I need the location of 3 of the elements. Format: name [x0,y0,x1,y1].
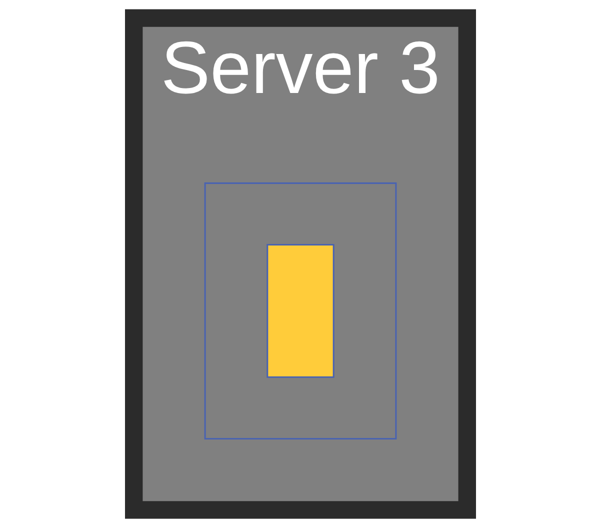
node-bar [266,243,334,378]
cluster [204,182,397,439]
cluster: Server 3 [142,26,458,501]
